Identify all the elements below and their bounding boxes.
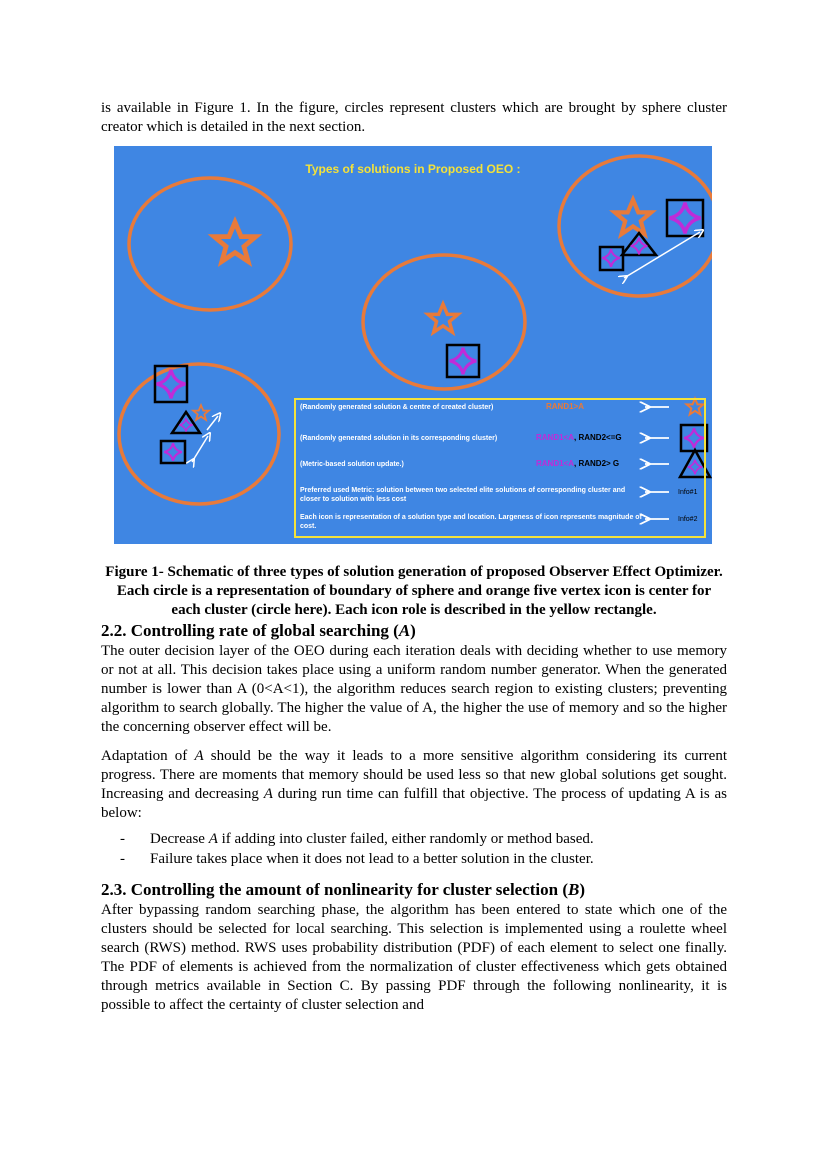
legend-info: Info#2	[678, 516, 698, 523]
legend-text: (Randomly generated solution & centre of…	[300, 404, 494, 411]
bullet-list: Decrease A if adding into cluster failed…	[101, 829, 727, 869]
section-heading-2-2: 2.2. Controlling rate of global searchin…	[101, 621, 416, 640]
figure-1: Types of solutions in Proposed OEO : (Ra…	[114, 146, 712, 544]
cluster-circle	[127, 176, 293, 312]
legend-text: Preferred used Metric: solution between …	[300, 487, 626, 503]
arrow-icon	[624, 232, 700, 278]
legend-item: (Randomly generated solution in its corr…	[300, 433, 622, 443]
cluster-circle	[557, 154, 712, 298]
figure-caption: Figure 1- Schematic of three types of so…	[105, 564, 723, 618]
legend-text: (Metric-based solution update.)	[300, 461, 404, 468]
legend-tag: RAND1<A, RAND2> G	[536, 459, 620, 468]
legend-item: (Randomly generated solution & centre of…	[300, 402, 584, 412]
arrow-icon	[206, 416, 218, 431]
intro-paragraph: is available in Figure 1. In the figure,…	[101, 100, 727, 135]
list-item: Decrease A if adding into cluster failed…	[101, 829, 727, 849]
cluster-circle	[361, 253, 527, 391]
legend-item: Preferred used Metric: solution between …	[300, 486, 645, 504]
legend-text: Each icon is representation of a solutio…	[300, 514, 642, 530]
page-content: is available in Figure 1. In the figure,…	[101, 99, 727, 1015]
legend-tag: RAND1>A	[546, 402, 585, 411]
legend-text: (Randomly generated solution in its corr…	[300, 435, 498, 442]
section-2-2-paragraph-2: Adaptation of A should be the way it lea…	[101, 748, 727, 821]
list-item: Failure takes place when it does not lea…	[101, 849, 727, 869]
figure-title: Types of solutions in Proposed OEO :	[305, 162, 521, 176]
orange-star-icon	[615, 200, 651, 234]
square-star-icon	[445, 343, 481, 379]
figure-diagram	[117, 154, 712, 544]
arrow-icon	[192, 436, 208, 462]
square-star-icon	[159, 439, 187, 465]
triangle-star-icon	[677, 447, 712, 479]
legend-box: (Randomly generated solution & centre of…	[294, 398, 706, 538]
orange-star-icon	[426, 302, 460, 334]
legend-item: Each icon is representation of a solutio…	[300, 513, 650, 531]
section-heading-2-3: 2.3. Controlling the amount of nonlinear…	[101, 880, 586, 899]
section-2-3-paragraph-1: After bypassing random searching phase, …	[101, 902, 727, 1013]
legend-tag: RAND1<A, RAND2<=G	[536, 433, 622, 442]
legend-item: (Metric-based solution update.) RAND1<A,…	[300, 459, 619, 469]
orange-star-icon	[214, 222, 256, 261]
square-star-icon	[153, 364, 189, 404]
legend-info: Info#1	[678, 489, 698, 496]
section-2-2-paragraph-1: The outer decision layer of the OEO duri…	[101, 643, 727, 735]
orange-star-icon	[192, 404, 210, 421]
cluster-circle	[117, 362, 281, 506]
